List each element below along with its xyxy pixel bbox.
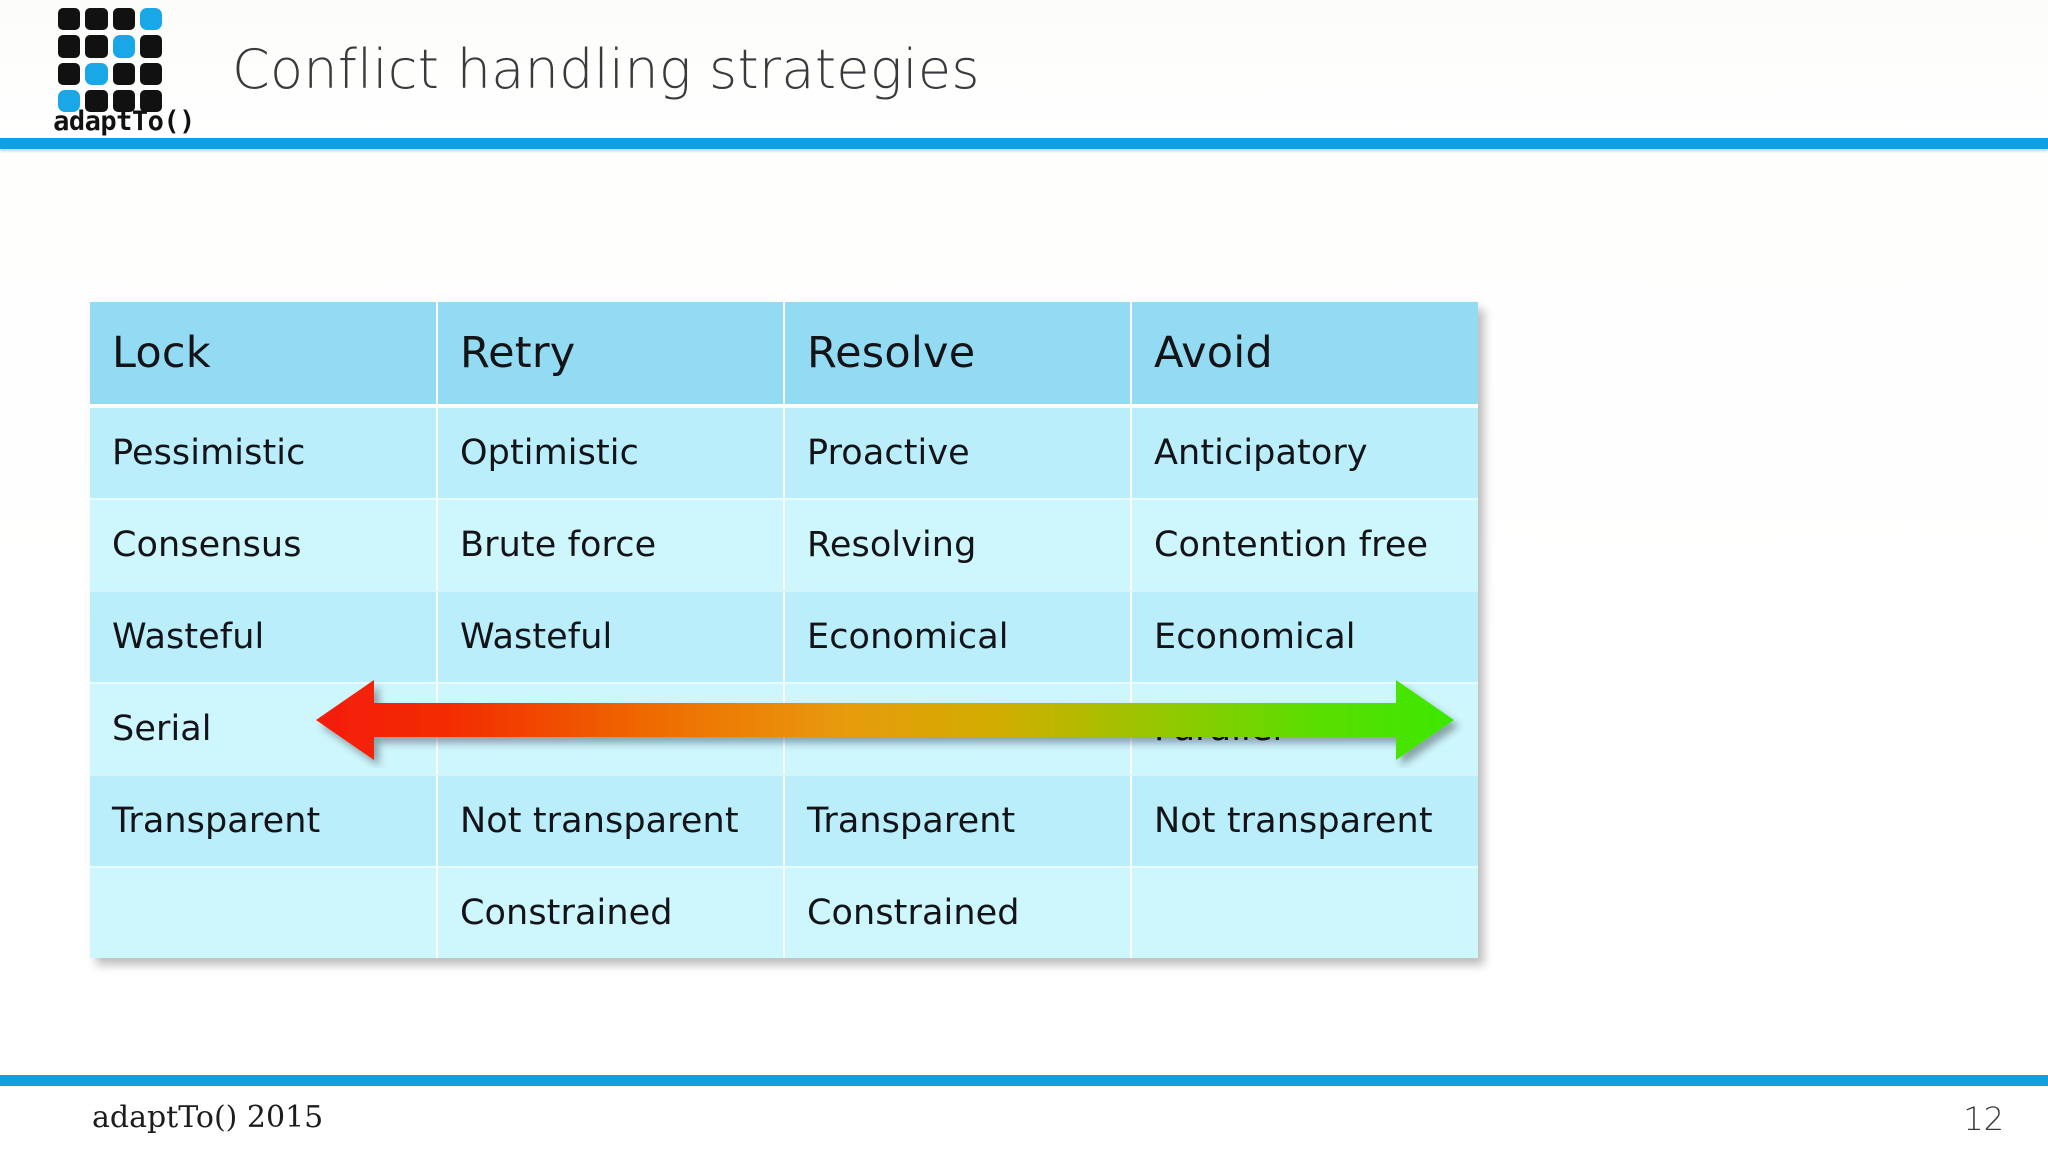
logo-dot-3	[139, 8, 162, 31]
footer-attribution: adaptTo() 2015	[92, 1100, 324, 1135]
logo-dot-11	[139, 62, 162, 85]
logo-wordmark: adaptTo()	[53, 106, 195, 137]
slide-header: adaptTo() Conflict handling strategies	[0, 0, 2048, 138]
column-header-retry: Retry	[436, 302, 784, 408]
logo-dot-0	[58, 8, 81, 31]
cell-r0-c0: Pessimistic	[90, 406, 437, 500]
cell-r1-c2: Resolving	[783, 499, 1131, 592]
cell-r2-c1: Wasteful	[436, 591, 784, 684]
logo-dot-10	[112, 62, 135, 85]
cell-r0-c1: Optimistic	[436, 406, 784, 500]
column-header-avoid: Avoid	[1130, 302, 1478, 408]
cell-r3-c0: Serial	[90, 683, 437, 776]
cell-r3-c3: Parallel	[1130, 683, 1478, 776]
logo-dot-15	[139, 89, 162, 112]
page-title: Conflict handling strategies	[232, 38, 980, 101]
logo-dot-grid	[58, 8, 162, 112]
logo-dot-5	[85, 35, 108, 58]
logo-dot-8	[58, 62, 81, 85]
logo-dot-12	[58, 89, 81, 112]
logo-dot-2	[112, 8, 135, 31]
cell-r3-c2	[783, 683, 1131, 776]
logo-dot-1	[85, 8, 108, 31]
header-accent-rule	[0, 138, 2048, 149]
logo-dot-14	[112, 89, 135, 112]
page-number: 12	[1963, 1100, 2004, 1138]
footer-accent-rule	[0, 1075, 2048, 1086]
cell-r2-c3: Economical	[1130, 591, 1478, 684]
logo-dot-7	[139, 35, 162, 58]
cell-r1-c3: Contention free	[1130, 499, 1478, 592]
cell-r5-c0	[90, 867, 437, 958]
logo-dot-13	[85, 89, 108, 112]
cell-r4-c3: Not transparent	[1130, 775, 1478, 868]
cell-r0-c3: Anticipatory	[1130, 406, 1478, 500]
cell-r2-c2: Economical	[783, 591, 1131, 684]
logo-dot-6	[112, 35, 135, 58]
cell-r1-c1: Brute force	[436, 499, 784, 592]
cell-r4-c2: Transparent	[783, 775, 1131, 868]
cell-r5-c1: Constrained	[436, 867, 784, 958]
column-header-resolve: Resolve	[783, 302, 1131, 408]
cell-r5-c3	[1130, 867, 1478, 958]
cell-r5-c2: Constrained	[783, 867, 1131, 958]
cell-r2-c0: Wasteful	[90, 591, 437, 684]
adaptto-logo: adaptTo()	[44, 6, 204, 137]
cell-r3-c1	[436, 683, 784, 776]
cell-r1-c0: Consensus	[90, 499, 437, 592]
cell-r0-c2: Proactive	[783, 406, 1131, 500]
logo-dot-9	[85, 62, 108, 85]
cell-r4-c0: Transparent	[90, 775, 437, 868]
table-row: Serial Parallel	[90, 683, 1478, 776]
logo-dot-4	[58, 35, 81, 58]
column-header-lock: Lock	[90, 302, 437, 408]
cell-r4-c1: Not transparent	[436, 775, 784, 868]
